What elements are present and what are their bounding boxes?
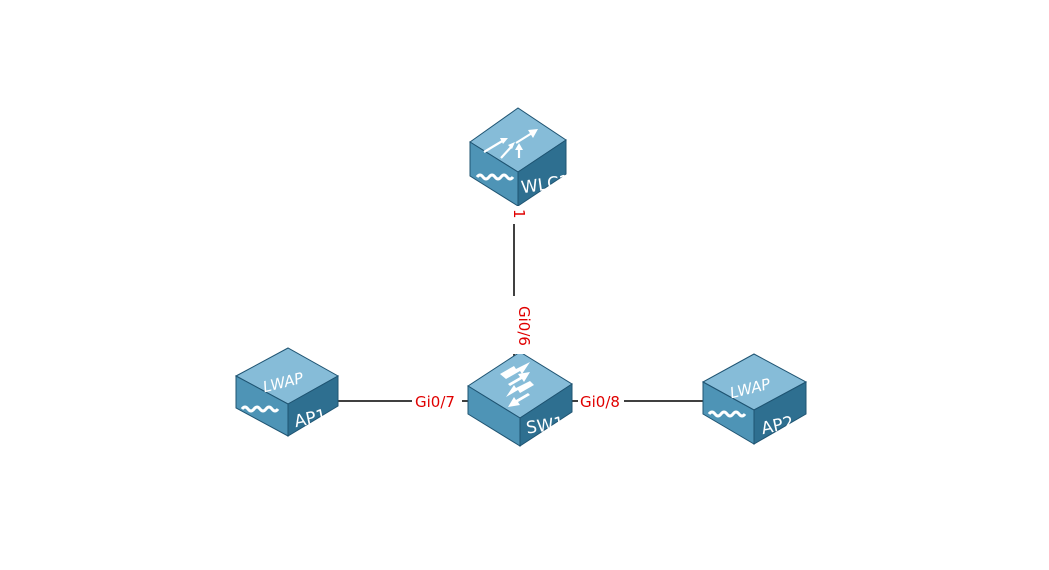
wireless-controller-icon bbox=[483, 129, 538, 159]
wireless-wave-icon bbox=[707, 410, 747, 418]
device-ap1[interactable]: LWAP AP1 bbox=[234, 347, 340, 437]
device-sw1[interactable]: SW1 bbox=[467, 351, 573, 447]
wireless-wave-icon bbox=[240, 405, 280, 413]
port-label-sw1-gi0-7: Gi0/7 bbox=[415, 393, 455, 411]
port-label-wlc1-1: 1 bbox=[510, 209, 528, 219]
switch-arrows-icon bbox=[500, 362, 534, 407]
device-label-sw1: SW1 bbox=[525, 413, 566, 438]
wireless-wave-icon bbox=[475, 173, 515, 181]
port-label-sw1-gi0-6: Gi0/6 bbox=[515, 306, 533, 346]
device-wlc1[interactable]: WLC1 bbox=[469, 107, 571, 207]
port-label-sw1-gi0-8: Gi0/8 bbox=[580, 393, 620, 411]
device-ap2[interactable]: LWAP AP2 bbox=[701, 353, 808, 445]
